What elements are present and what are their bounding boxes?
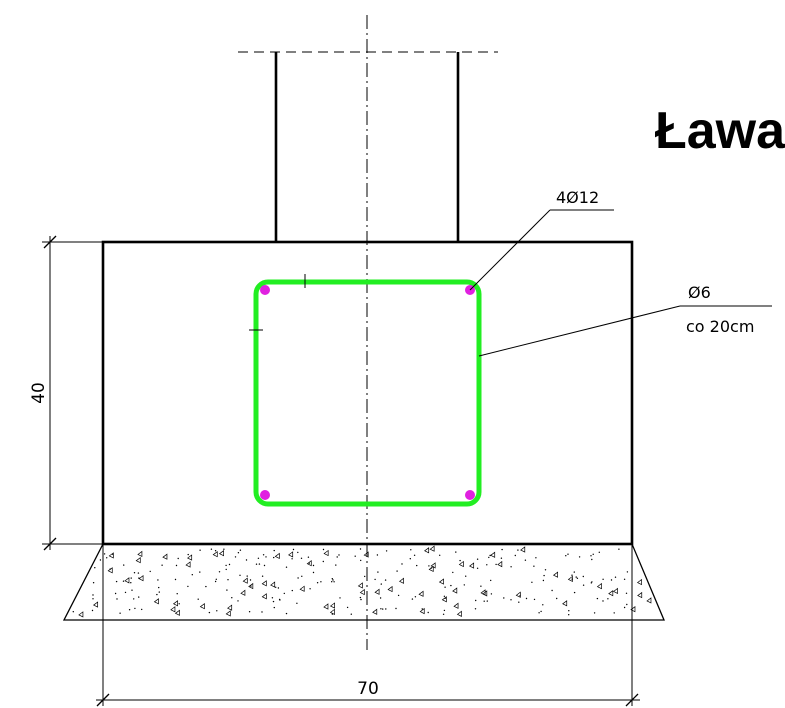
stirrup-label-line2: co 20cm [686, 317, 754, 336]
rebar-leader: 4Ø12 [469, 188, 614, 291]
stirrup-label-line1: Ø6 [688, 283, 711, 302]
rebar-bottom-right [465, 490, 475, 500]
main-rebars [260, 285, 475, 500]
width-value: 70 [357, 679, 379, 699]
rebar-label: 4Ø12 [556, 188, 599, 207]
stirrup-bar [253, 279, 482, 507]
height-value: 40 [29, 382, 49, 404]
drawing-title: Ława [655, 102, 785, 160]
width-dimension: 70 [96, 544, 640, 707]
height-dimension: 40 [29, 235, 103, 551]
lean-concrete-bedding [62, 543, 665, 621]
rebar-bottom-left [260, 490, 270, 500]
rebar-top-left [260, 285, 270, 295]
wall [238, 51, 498, 242]
stirrup-leader: Ø6 co 20cm [478, 283, 772, 357]
